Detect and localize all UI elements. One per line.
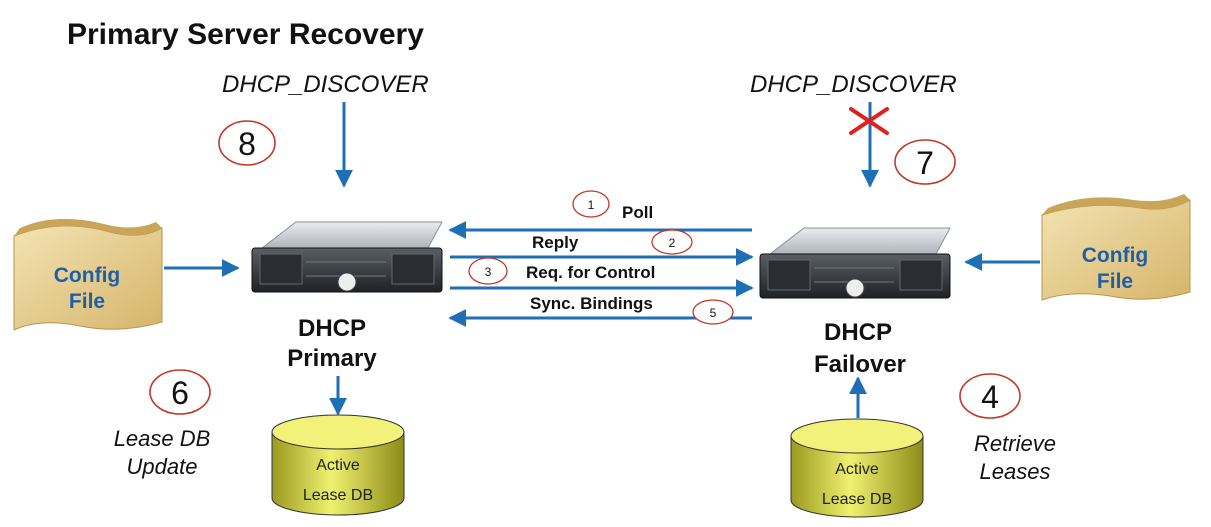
lease-db-left: Active Lease DB (271, 414, 405, 516)
reply-label: Reply (532, 233, 579, 252)
lease-db-right: Active Lease DB (790, 418, 924, 518)
discover-left-label: DHCP_DISCOVER (222, 71, 429, 98)
primary-server-icon (251, 221, 443, 293)
db-left-line1: Active (316, 457, 360, 474)
lease-update-line1: Lease DB (114, 426, 211, 451)
config-right-line2: File (1097, 270, 1133, 293)
primary-label-line1: DHCP (298, 315, 366, 342)
db-left-line2: Lease DB (303, 487, 373, 504)
db-right-line2: Lease DB (822, 491, 892, 508)
step-1-number: 1 (588, 198, 595, 212)
step-1-circle: 1 (572, 190, 610, 218)
retrieve-leases-line1: Retrieve (974, 431, 1056, 456)
step-5-number: 5 (710, 306, 717, 320)
retrieve-leases-line2: Leases (980, 459, 1051, 484)
config-file-left: Config File (13, 218, 163, 331)
sync-bindings-label: Sync. Bindings (530, 294, 653, 313)
step-2-circle: 2 (651, 229, 693, 255)
config-file-right: Config File (1041, 194, 1191, 301)
step-6-number: 6 (171, 375, 189, 411)
config-left-line2: File (69, 290, 105, 313)
config-right-line1: Config (1082, 244, 1148, 267)
step-7-circle: 7 (894, 139, 956, 185)
failover-label-line1: DHCP (824, 319, 892, 346)
step-5-circle: 5 (692, 299, 734, 325)
primary-label-line2: Primary (287, 345, 377, 372)
step-6-circle: 6 (149, 369, 211, 415)
req-control-label: Req. for Control (526, 263, 655, 282)
step-4-circle: 4 (959, 373, 1021, 419)
blocked-x-icon (849, 107, 889, 135)
step-8-number: 8 (238, 126, 256, 162)
failover-server-icon (759, 227, 951, 299)
step-3-circle: 3 (468, 257, 508, 285)
db-right-line1: Active (835, 461, 879, 478)
config-left-line1: Config (54, 264, 120, 287)
failover-label-line2: Failover (814, 351, 906, 378)
step-2-number: 2 (669, 236, 676, 250)
discover-right-label: DHCP_DISCOVER (750, 71, 957, 98)
step-7-number: 7 (916, 145, 934, 181)
poll-label: Poll (622, 203, 653, 222)
step-3-number: 3 (485, 265, 492, 279)
step-8-circle: 8 (218, 120, 276, 166)
page-title: Primary Server Recovery (67, 18, 424, 51)
step-4-number: 4 (981, 379, 999, 415)
lease-update-line2: Update (127, 454, 198, 479)
